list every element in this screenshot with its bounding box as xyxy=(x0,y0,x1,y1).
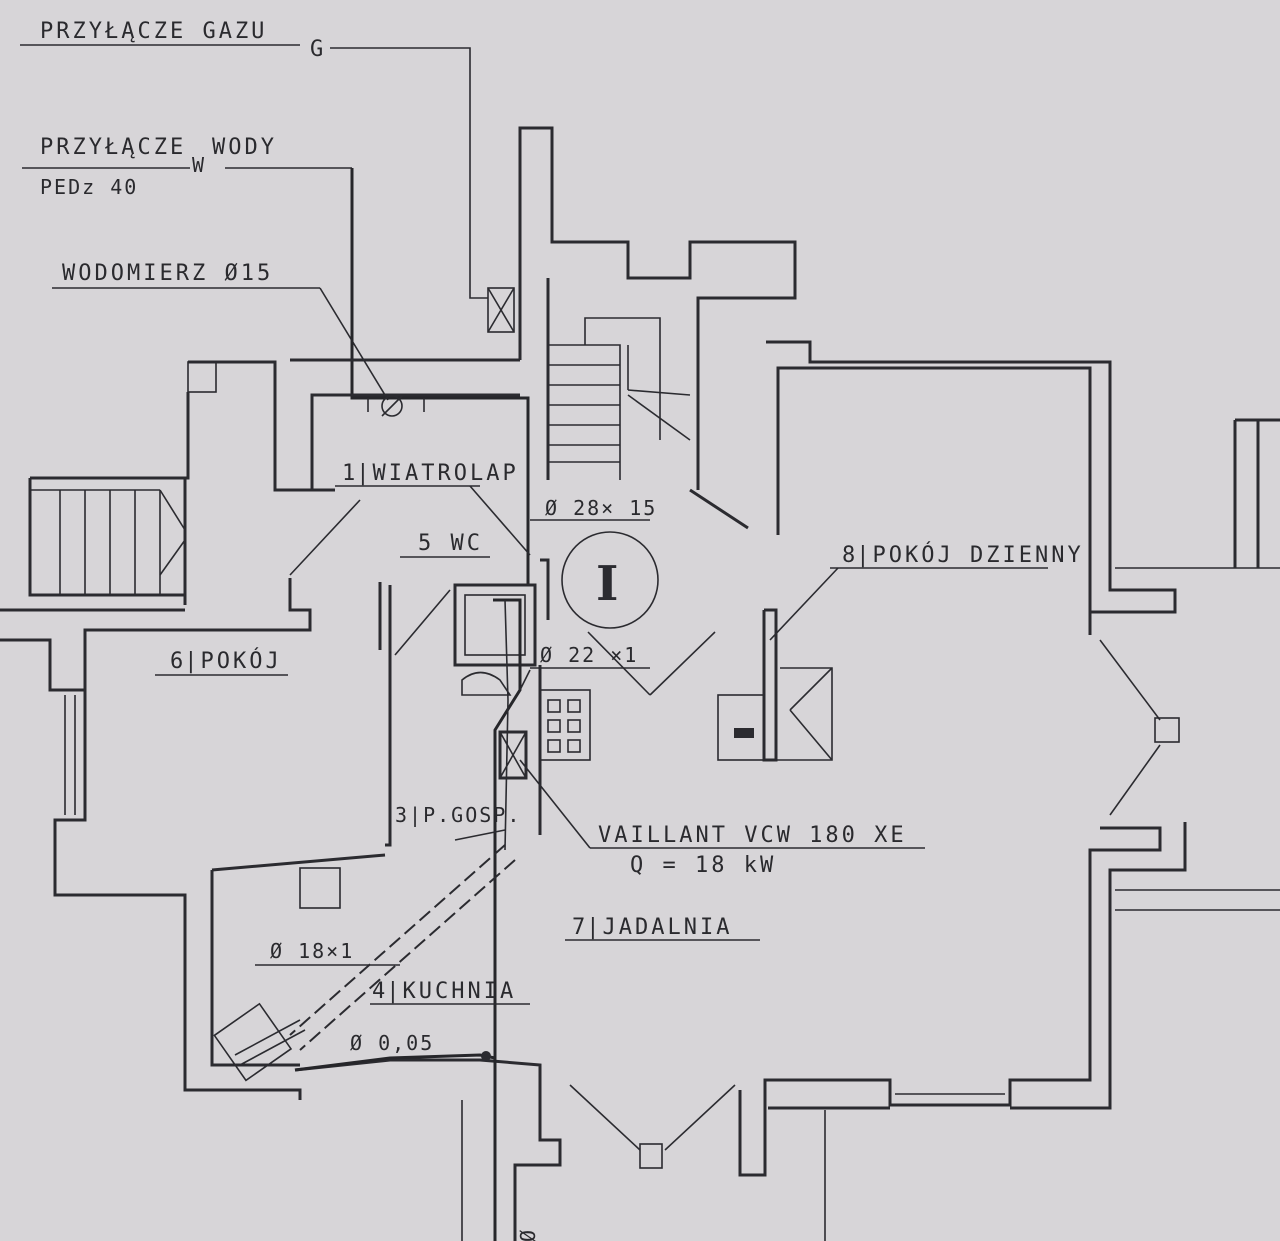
svg-text:4|KUCHNIA: 4|KUCHNIA xyxy=(372,979,516,1004)
svg-text:Ø 28× 15: Ø 28× 15 xyxy=(545,496,657,520)
room-1-label: 1|WIATROLAP xyxy=(289,461,531,576)
room-3-label: 3|P.GOSP. xyxy=(395,803,521,841)
wc-fixtures xyxy=(453,583,591,761)
svg-text:5 WC: 5 WC xyxy=(418,531,483,556)
water-meter-text: WODOMIERZ Ø15 xyxy=(62,261,273,286)
svg-text:Ø 0,05: Ø 0,05 xyxy=(350,1031,434,1055)
section-marker-text: I xyxy=(596,556,618,612)
svg-text:6|POKÓJ: 6|POKÓJ xyxy=(170,648,282,674)
room-4-label: 4|KUCHNIA xyxy=(370,979,530,1005)
water-supply-pipe xyxy=(350,168,530,585)
room-6-label: 6|POKÓJ xyxy=(155,648,288,676)
svg-text:Ø 22 ×1: Ø 22 ×1 xyxy=(540,643,638,667)
svg-text:Ø0,10: Ø0,10 xyxy=(515,1230,539,1241)
water-word-text: WODY xyxy=(212,135,277,160)
stove-symbol xyxy=(213,1002,306,1082)
gas-symbol: G xyxy=(310,37,326,62)
water-connection-label: PRZYŁĄCZE W WODY PEDz 40 xyxy=(22,135,352,199)
left-stairs xyxy=(30,489,186,595)
room-7-label: 7|JADALNIA xyxy=(565,915,760,941)
room-8-label: 8|POKÓJ DZIENNY xyxy=(587,542,1084,696)
boiler-label: VAILLANT VCW 180 XE Q = 18 kW xyxy=(519,759,925,878)
boiler-model-text: VAILLANT VCW 180 XE xyxy=(598,823,907,848)
gas-riser-pipe xyxy=(493,598,522,1241)
svg-text:7|JADALNIA: 7|JADALNIA xyxy=(572,915,732,940)
pipe-label-005: Ø 0,05 xyxy=(350,1031,434,1055)
boiler-symbol xyxy=(498,730,528,780)
svg-text:1|WIATROLAP: 1|WIATROLAP xyxy=(342,461,519,486)
pipe-label-18x1: Ø 18×1 xyxy=(255,939,400,966)
water-meter-label: WODOMIERZ Ø15 xyxy=(52,261,389,401)
kitchen-pipe-dashed-2 xyxy=(299,859,516,1051)
svg-text:8|POKÓJ DZIENNY: 8|POKÓJ DZIENNY xyxy=(842,542,1084,568)
walls xyxy=(0,126,1280,1241)
svg-text:Ø 18×1: Ø 18×1 xyxy=(270,939,354,963)
kitchen-pipe-dashed xyxy=(289,844,506,1036)
room-5-label: 5 WC xyxy=(394,531,490,656)
upper-stairs xyxy=(548,317,691,480)
heating-pipe xyxy=(504,599,509,851)
gas-connection-text: PRZYŁĄCZE GAZU xyxy=(40,19,267,44)
water-connection-text: PRZYŁĄCZE xyxy=(40,135,186,160)
pipe-label-22x1: Ø 22 ×1 xyxy=(519,643,650,691)
pipe-label-28x15: Ø 28× 15 xyxy=(530,496,657,521)
water-meter-symbol xyxy=(367,395,425,417)
svg-text:3|P.GOSP.: 3|P.GOSP. xyxy=(395,803,521,827)
water-pipe-text: PEDz 40 xyxy=(40,175,138,199)
boiler-power-text: Q = 18 kW xyxy=(630,853,776,878)
gas-connection-label: PRZYŁĄCZE GAZU G xyxy=(20,19,488,299)
pipe-label-010: Ø0,10 xyxy=(515,1230,539,1241)
water-symbol: W xyxy=(192,153,206,177)
section-marker: I xyxy=(561,531,659,629)
